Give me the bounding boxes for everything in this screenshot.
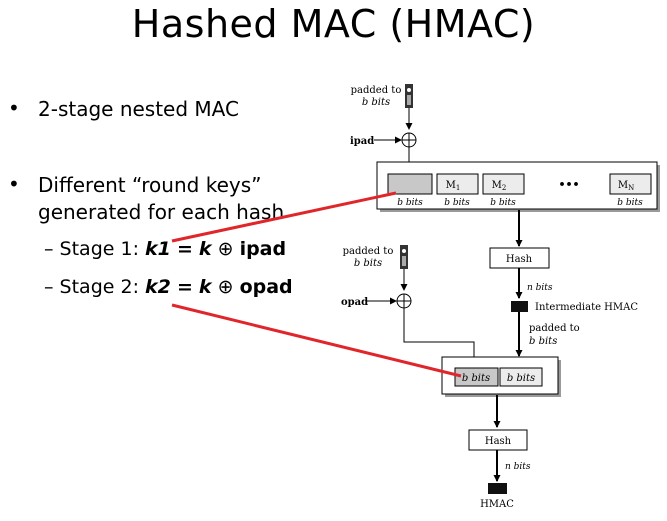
bullet-text-line1: Different “round keys” (38, 173, 262, 197)
bullet-text: 2-stage nested MAC (38, 97, 239, 121)
ellipsis-dots: ••• (558, 178, 579, 191)
equals: = (176, 238, 193, 260)
stage-1-formula: – Stage 1: k1 = k ⊕ ipad (44, 238, 286, 260)
hmac-output-label: HMAC (480, 499, 514, 510)
ipad-label: ipad (350, 136, 374, 147)
key-k: k (198, 238, 212, 260)
key-icon (400, 245, 408, 269)
opad-label: opad (341, 297, 368, 308)
intermediate-block-label: b bits (507, 373, 535, 384)
key-block-1 (387, 173, 433, 195)
pad-name: opad (239, 276, 293, 298)
key-name: k2 (145, 276, 171, 298)
key-name: k1 (145, 238, 171, 260)
padded-to-label-2: padded to (529, 323, 580, 334)
n-bits-label-2: n bits (505, 462, 531, 472)
equals: = (176, 276, 193, 298)
pad-name: ipad (239, 238, 287, 260)
b-bits-label-3: b bits (354, 258, 382, 269)
slide-title: Hashed MAC (HMAC) (131, 2, 536, 46)
hash-label-1: Hash (506, 254, 533, 265)
dash: – (44, 276, 54, 298)
key-icon (405, 84, 413, 108)
message-block-mn: MN (609, 173, 652, 195)
key-block-2 (454, 367, 499, 387)
b-bits-label-2: b bits (529, 336, 557, 347)
key-block-2-label: b bits (462, 373, 490, 384)
highlight-k1-link (171, 191, 397, 243)
arrow-xor-to-stage2 (403, 308, 478, 364)
stage-label: Stage 1: (59, 238, 139, 260)
n-bits-label-1: n bits (527, 283, 553, 293)
hmac-output-block (488, 483, 507, 494)
b-bits-block-label: b bits (444, 198, 470, 208)
b-bits-block-label: b bits (490, 198, 516, 208)
intermediate-hmac-block (511, 301, 528, 312)
message-block-m2: M2 (482, 173, 525, 195)
b-bits-label-1: b bits (362, 97, 390, 108)
message-block-m1: M1 (436, 173, 479, 195)
dash: – (44, 238, 54, 260)
padded-to-label-1: padded to (351, 85, 402, 96)
intermediate-hmac-label: Intermediate HMAC (535, 302, 638, 313)
stage-label: Stage 2: (59, 276, 139, 298)
xor-icon-1 (401, 132, 417, 148)
b-bits-block-label: b bits (397, 198, 423, 208)
xor-symbol: ⊕ (217, 238, 234, 260)
bullet-dot: • (8, 172, 20, 196)
intermediate-block (499, 367, 543, 387)
xor-symbol: ⊕ (217, 276, 234, 298)
bullet-dot: • (8, 96, 20, 120)
stage-2-formula: – Stage 2: k2 = k ⊕ opad (44, 276, 293, 298)
bullet-text-line2: generated for each hash (38, 200, 285, 224)
xor-icon-2 (396, 293, 412, 309)
b-bits-block-label: b bits (617, 198, 643, 208)
padded-to-label-3: padded to (343, 246, 394, 257)
highlight-k2-link (171, 303, 462, 378)
hash-label-2: Hash (485, 436, 512, 447)
key-k: k (198, 276, 212, 298)
